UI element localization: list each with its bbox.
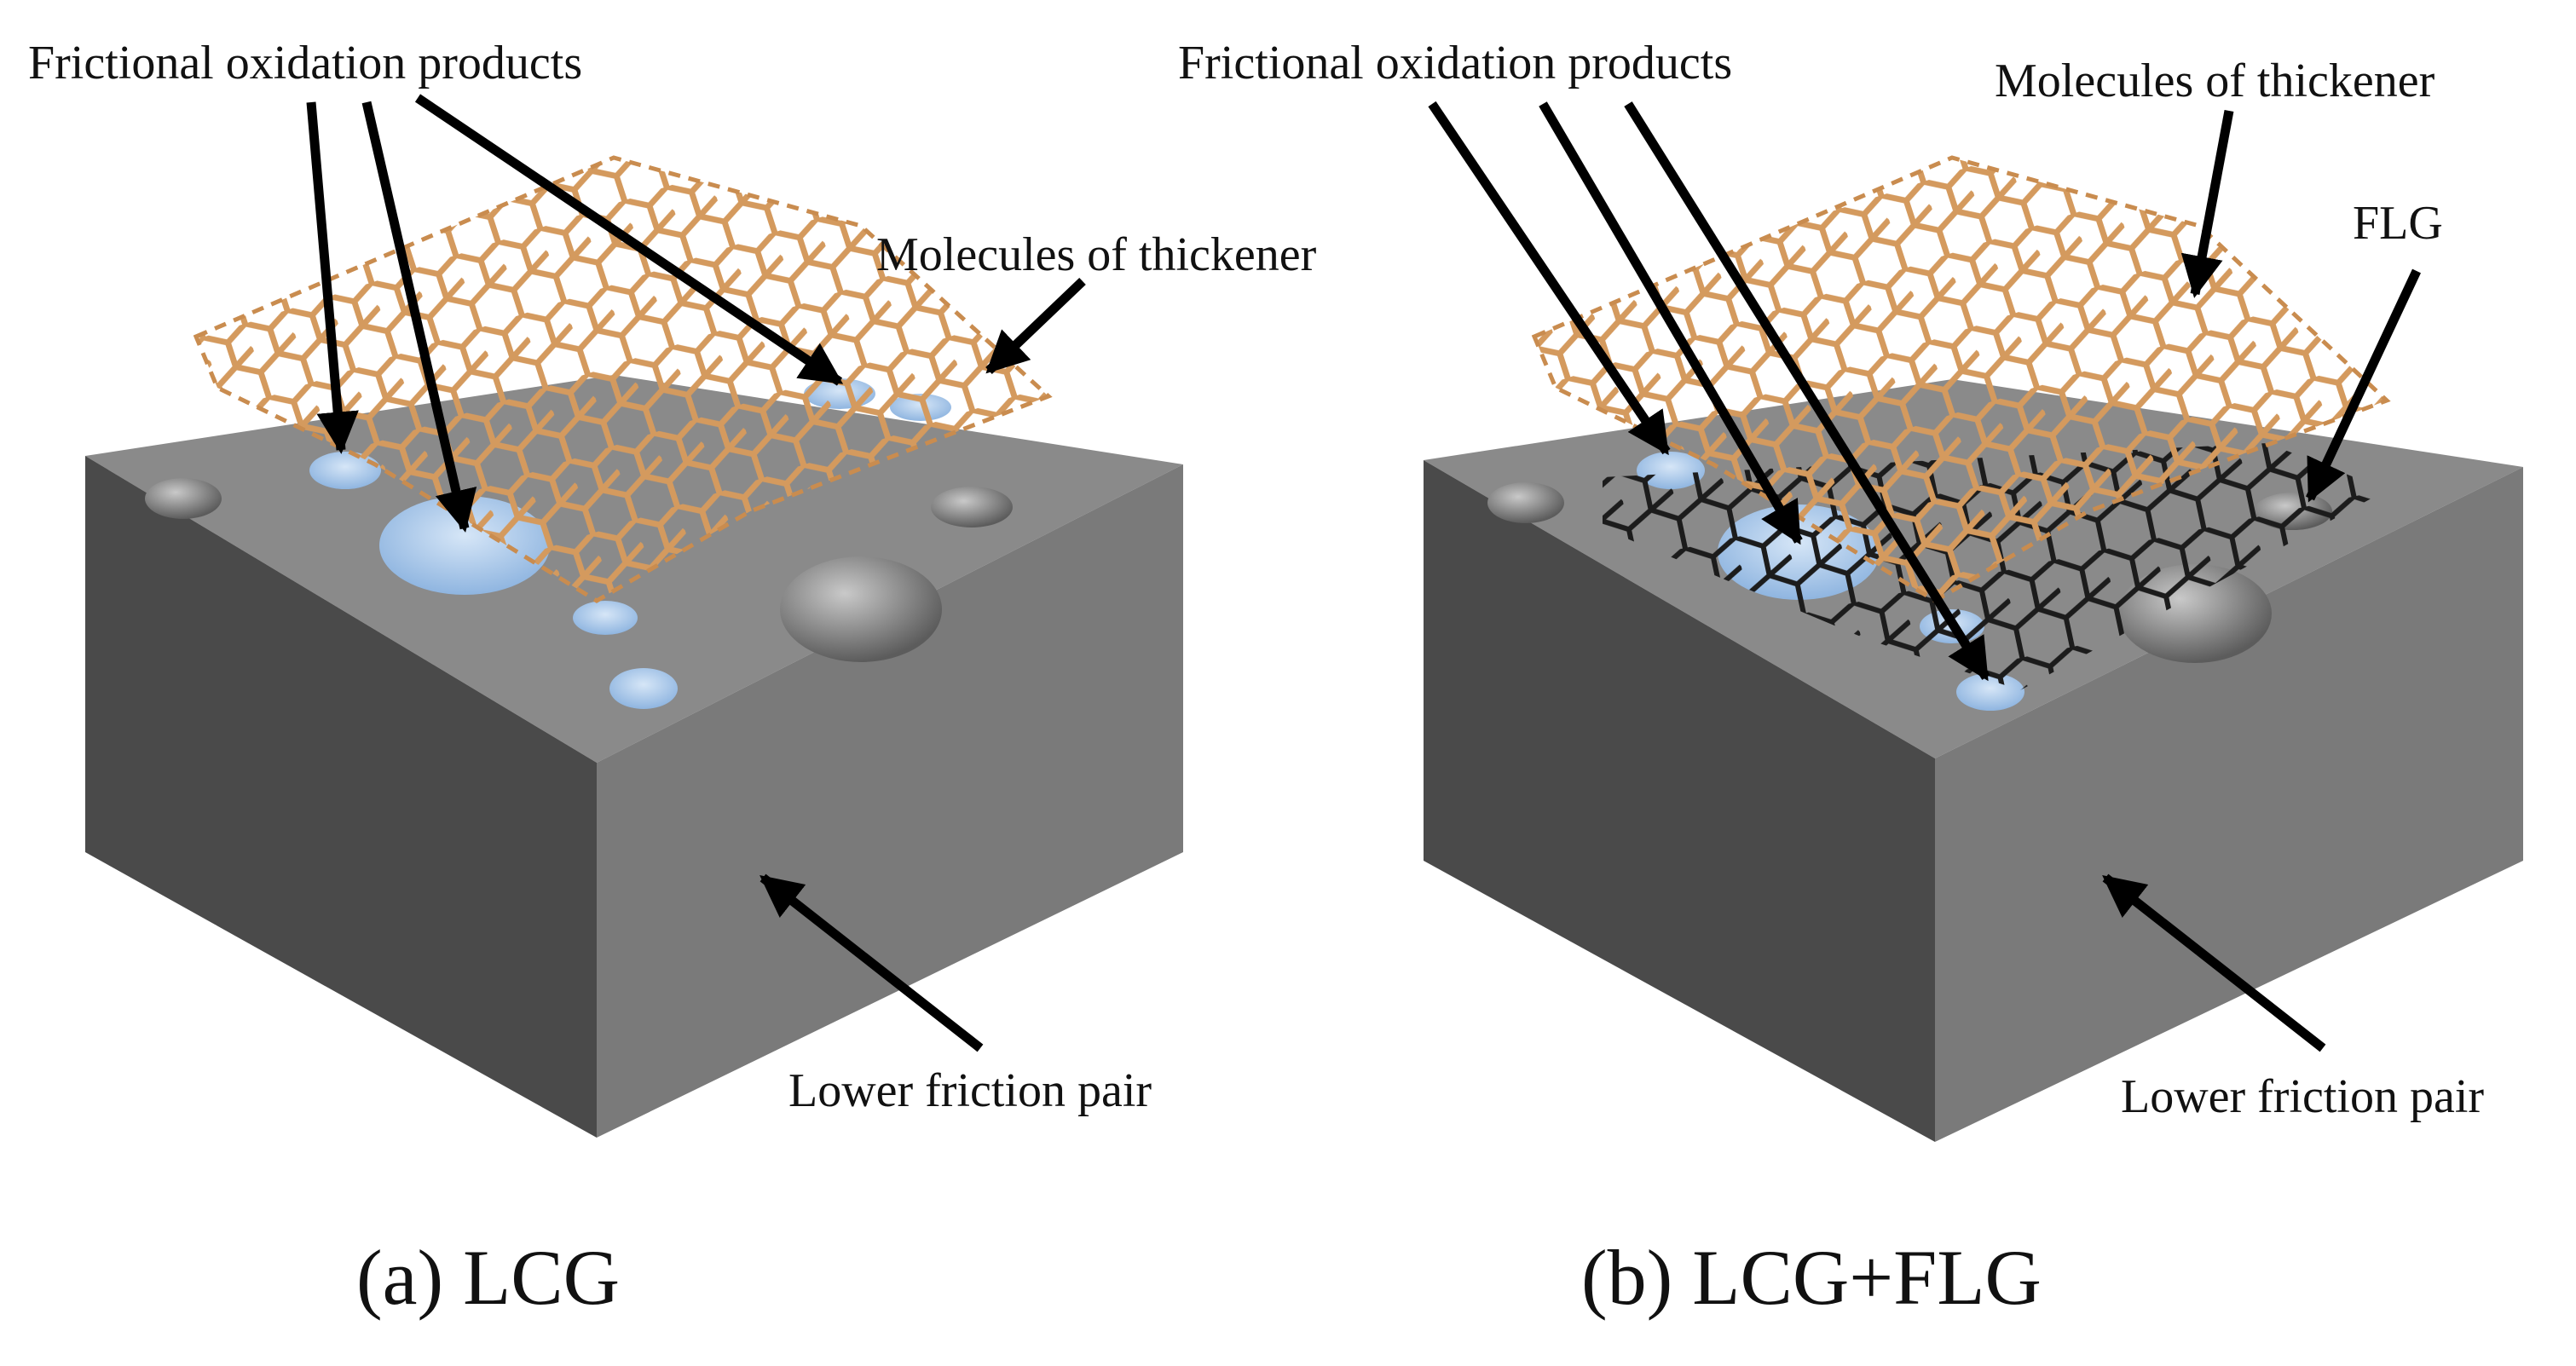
label-lower-friction-pair: Lower friction pair bbox=[788, 1064, 1152, 1117]
pit-gray bbox=[931, 487, 1013, 527]
label-frictional-oxidation-products: Frictional oxidation products bbox=[28, 37, 582, 89]
label-lower-friction-pair: Lower friction pair bbox=[2121, 1070, 2484, 1123]
label-molecules-of-thickener: Molecules of thickener bbox=[876, 228, 1317, 281]
block-left-face bbox=[1424, 460, 1935, 1142]
arrow-thickener bbox=[985, 278, 1086, 374]
label-frictional-oxidation-products: Frictional oxidation products bbox=[1178, 37, 1732, 89]
oxidation-product bbox=[573, 601, 638, 635]
annotation-arrows bbox=[306, 94, 1086, 1052]
caption-b: (b) LCG+FLG bbox=[1581, 1234, 2042, 1321]
annotation-arrows bbox=[1428, 101, 2421, 1052]
panel-b: Frictional oxidation products Molecules … bbox=[1178, 37, 2523, 1321]
label-flg: FLG bbox=[2353, 197, 2443, 250]
panel-a: Frictional oxidation products Molecules … bbox=[28, 37, 1317, 1321]
oxidation-product bbox=[309, 452, 381, 489]
caption-a: (a) LCG bbox=[356, 1234, 620, 1321]
label-molecules-of-thickener: Molecules of thickener bbox=[1995, 55, 2435, 107]
arrow-oxidation-2 bbox=[361, 101, 477, 533]
block-left-face bbox=[85, 456, 597, 1138]
arrow-lower-pair bbox=[2102, 873, 2326, 1052]
arrow-oxidation-1 bbox=[306, 101, 359, 454]
arrow-oxidation-3 bbox=[1624, 101, 1990, 682]
thickener-molecule-network bbox=[1531, 155, 2391, 603]
block-right-face bbox=[1935, 467, 2523, 1142]
pit-gray bbox=[145, 478, 222, 519]
block-right-face bbox=[597, 464, 1183, 1138]
arrow-lower-pair bbox=[760, 873, 984, 1052]
pit-gray bbox=[780, 556, 942, 662]
arrow-oxidation-2 bbox=[1539, 101, 1803, 545]
arrow-oxidation-3 bbox=[414, 94, 844, 386]
arrow-flg bbox=[2306, 268, 2421, 503]
arrow-thickener bbox=[2180, 109, 2234, 298]
oxidation-product bbox=[609, 668, 678, 709]
pit-gray bbox=[1487, 482, 1564, 523]
arrow-oxidation-1 bbox=[1428, 101, 1671, 456]
